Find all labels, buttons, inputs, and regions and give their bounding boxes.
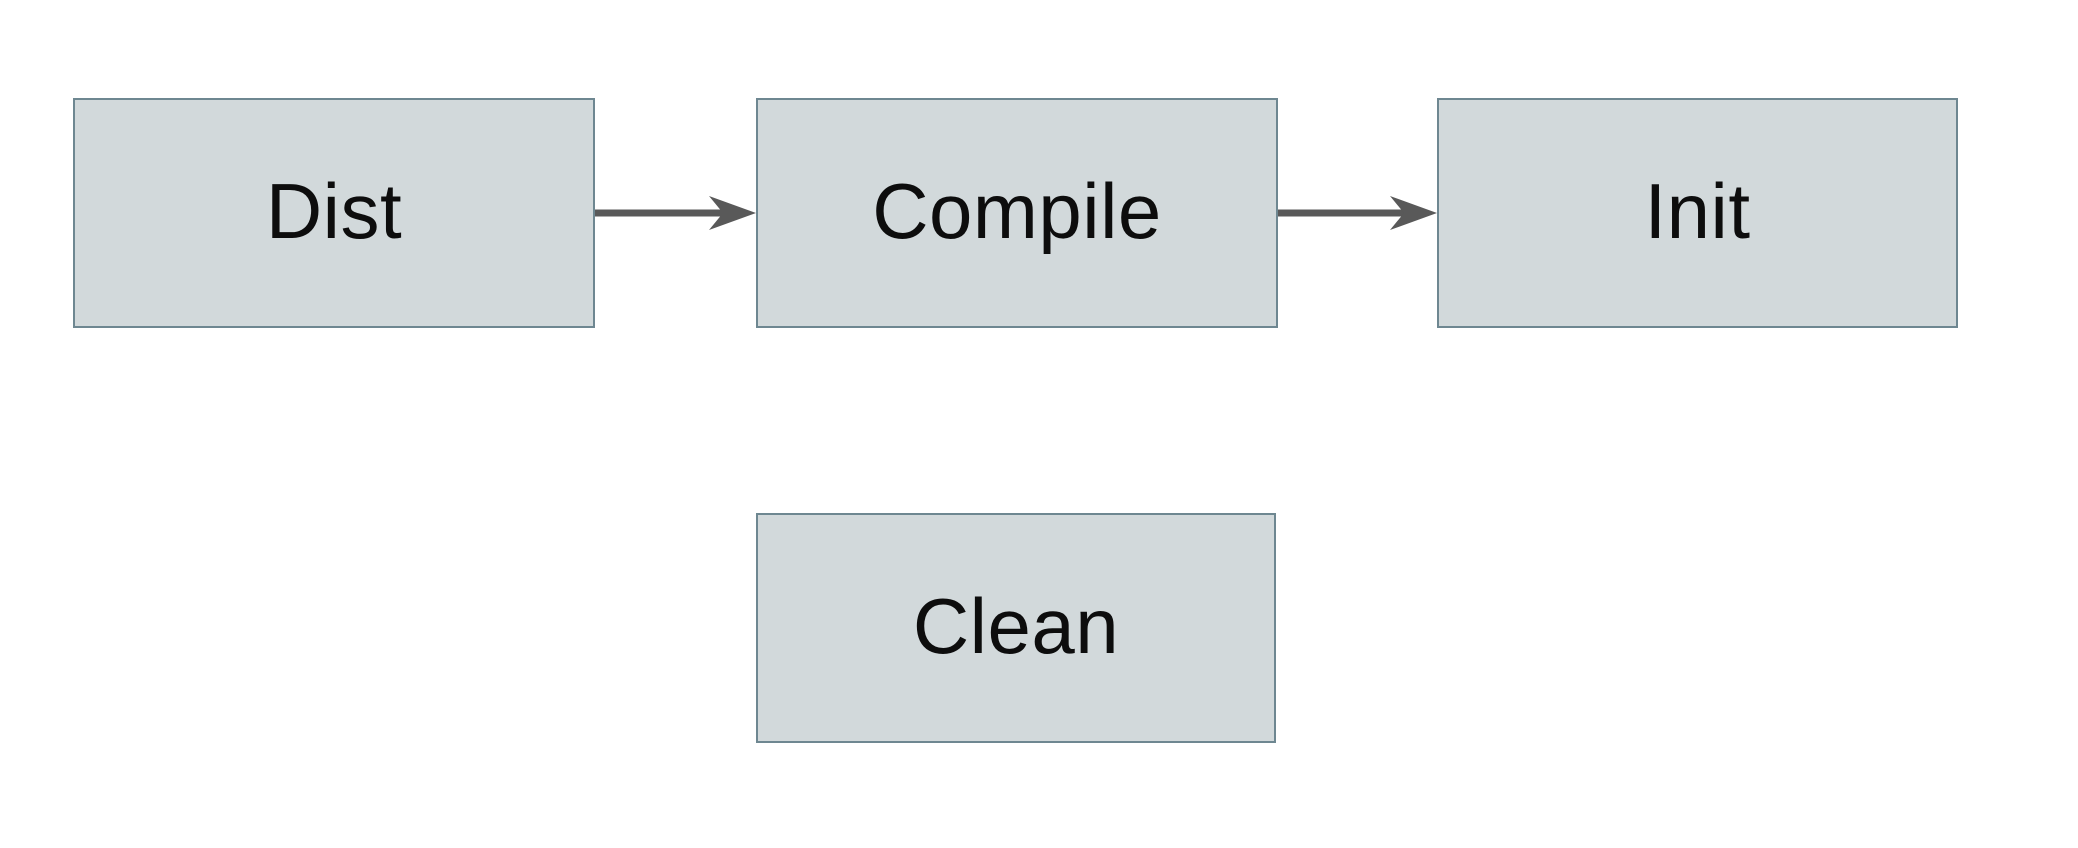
arrowhead-icon xyxy=(1390,196,1437,230)
node-dist-label: Dist xyxy=(265,167,403,255)
node-compile: Compile xyxy=(756,98,1278,328)
node-init: Init xyxy=(1437,98,1958,328)
arrowhead-icon xyxy=(709,196,756,230)
node-clean: Clean xyxy=(756,513,1276,743)
node-clean-label: Clean xyxy=(912,582,1120,670)
node-compile-label: Compile xyxy=(872,167,1162,255)
arrow-compile-to-init xyxy=(1278,196,1437,230)
arrow-dist-to-compile xyxy=(595,196,756,230)
node-dist: Dist xyxy=(73,98,595,328)
node-init-label: Init xyxy=(1644,167,1751,255)
